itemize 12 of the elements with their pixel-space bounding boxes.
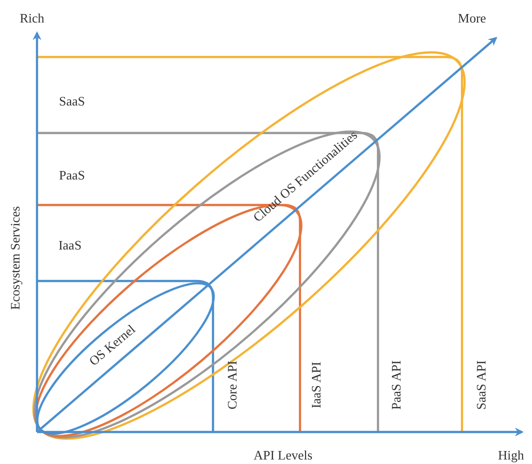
level-label: SaaS	[59, 94, 85, 108]
axis-label: More	[458, 12, 486, 24]
axis-title: Ecosystem Services	[8, 206, 22, 310]
api-label: PaaS API	[390, 360, 402, 410]
axis-title: API Levels	[254, 448, 312, 462]
level-label: IaaS	[58, 238, 82, 252]
axis-label: Rich	[20, 12, 44, 24]
api-label: Core API	[226, 360, 238, 410]
api-label: IaaS API	[310, 362, 322, 408]
axis-label: High	[498, 448, 524, 462]
api-label: SaaS API	[474, 360, 488, 410]
level-label: PaaS	[59, 168, 85, 182]
